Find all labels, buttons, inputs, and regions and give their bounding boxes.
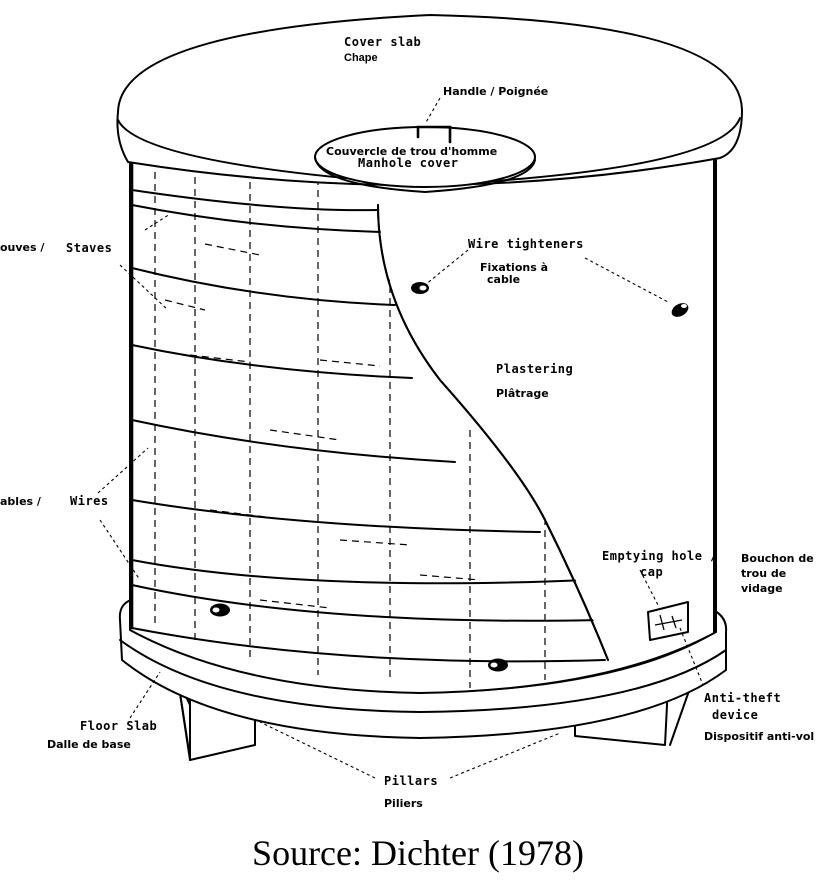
label-anti-theft-en-1: Anti-theft xyxy=(704,691,781,705)
label-handle: Handle / Poignée xyxy=(443,85,548,98)
label-emptying-hole-en-2: cap xyxy=(640,565,663,579)
label-manhole-cover-fr: Couvercle de trou d'homme xyxy=(326,145,497,158)
stave-seams xyxy=(154,160,546,688)
label-wire-tighteners-fr-1: Fixations à xyxy=(480,261,548,274)
figure-caption: Source: Dichter (1978) xyxy=(252,833,584,873)
label-wire-tighteners-fr-2: cable xyxy=(487,273,520,286)
label-emptying-hole-fr-3: vidage xyxy=(741,582,783,595)
label-cover-slab-fr: Chape xyxy=(344,52,378,64)
emptying-hole-cap xyxy=(647,601,689,641)
label-plastering-en: Plastering xyxy=(496,362,573,376)
label-staves-en: Staves xyxy=(66,241,112,255)
label-cover-slab-en: Cover slab xyxy=(344,35,421,49)
label-manhole-cover-en: Manhole cover xyxy=(358,156,458,170)
wire-tightener-icon xyxy=(488,658,508,672)
wire-tightener-icon xyxy=(671,303,689,317)
label-floor-slab-fr: Dalle de base xyxy=(47,738,131,751)
label-floor-slab-en: Floor Slab xyxy=(80,719,157,733)
handle-icon xyxy=(416,125,452,144)
manhole-cover xyxy=(314,125,536,193)
label-staves-fr: ouves / xyxy=(0,241,45,254)
wire-tightener-icon xyxy=(210,603,230,617)
label-wire-tighteners-en: Wire tighteners xyxy=(468,237,584,251)
label-anti-theft-en-2: device xyxy=(712,708,758,722)
label-wires-en: Wires xyxy=(70,494,109,508)
label-wires-fr: ables / xyxy=(0,495,42,508)
plastering-area xyxy=(380,152,714,660)
stave-bands xyxy=(131,189,606,663)
label-anti-theft-fr: Dispositif anti-vol xyxy=(704,730,814,743)
wire-tightener-icon xyxy=(411,282,429,294)
label-pillars-en: Pillars xyxy=(384,774,438,788)
label-emptying-hole-fr-1: Bouchon de xyxy=(741,552,814,565)
leader-lines xyxy=(97,97,704,779)
label-emptying-hole-en-1: Emptying hole / xyxy=(602,549,718,563)
label-pillars-fr: Piliers xyxy=(384,797,423,810)
label-plastering-fr: Plâtrage xyxy=(496,387,549,400)
label-emptying-hole-fr-2: trou de xyxy=(741,567,786,580)
